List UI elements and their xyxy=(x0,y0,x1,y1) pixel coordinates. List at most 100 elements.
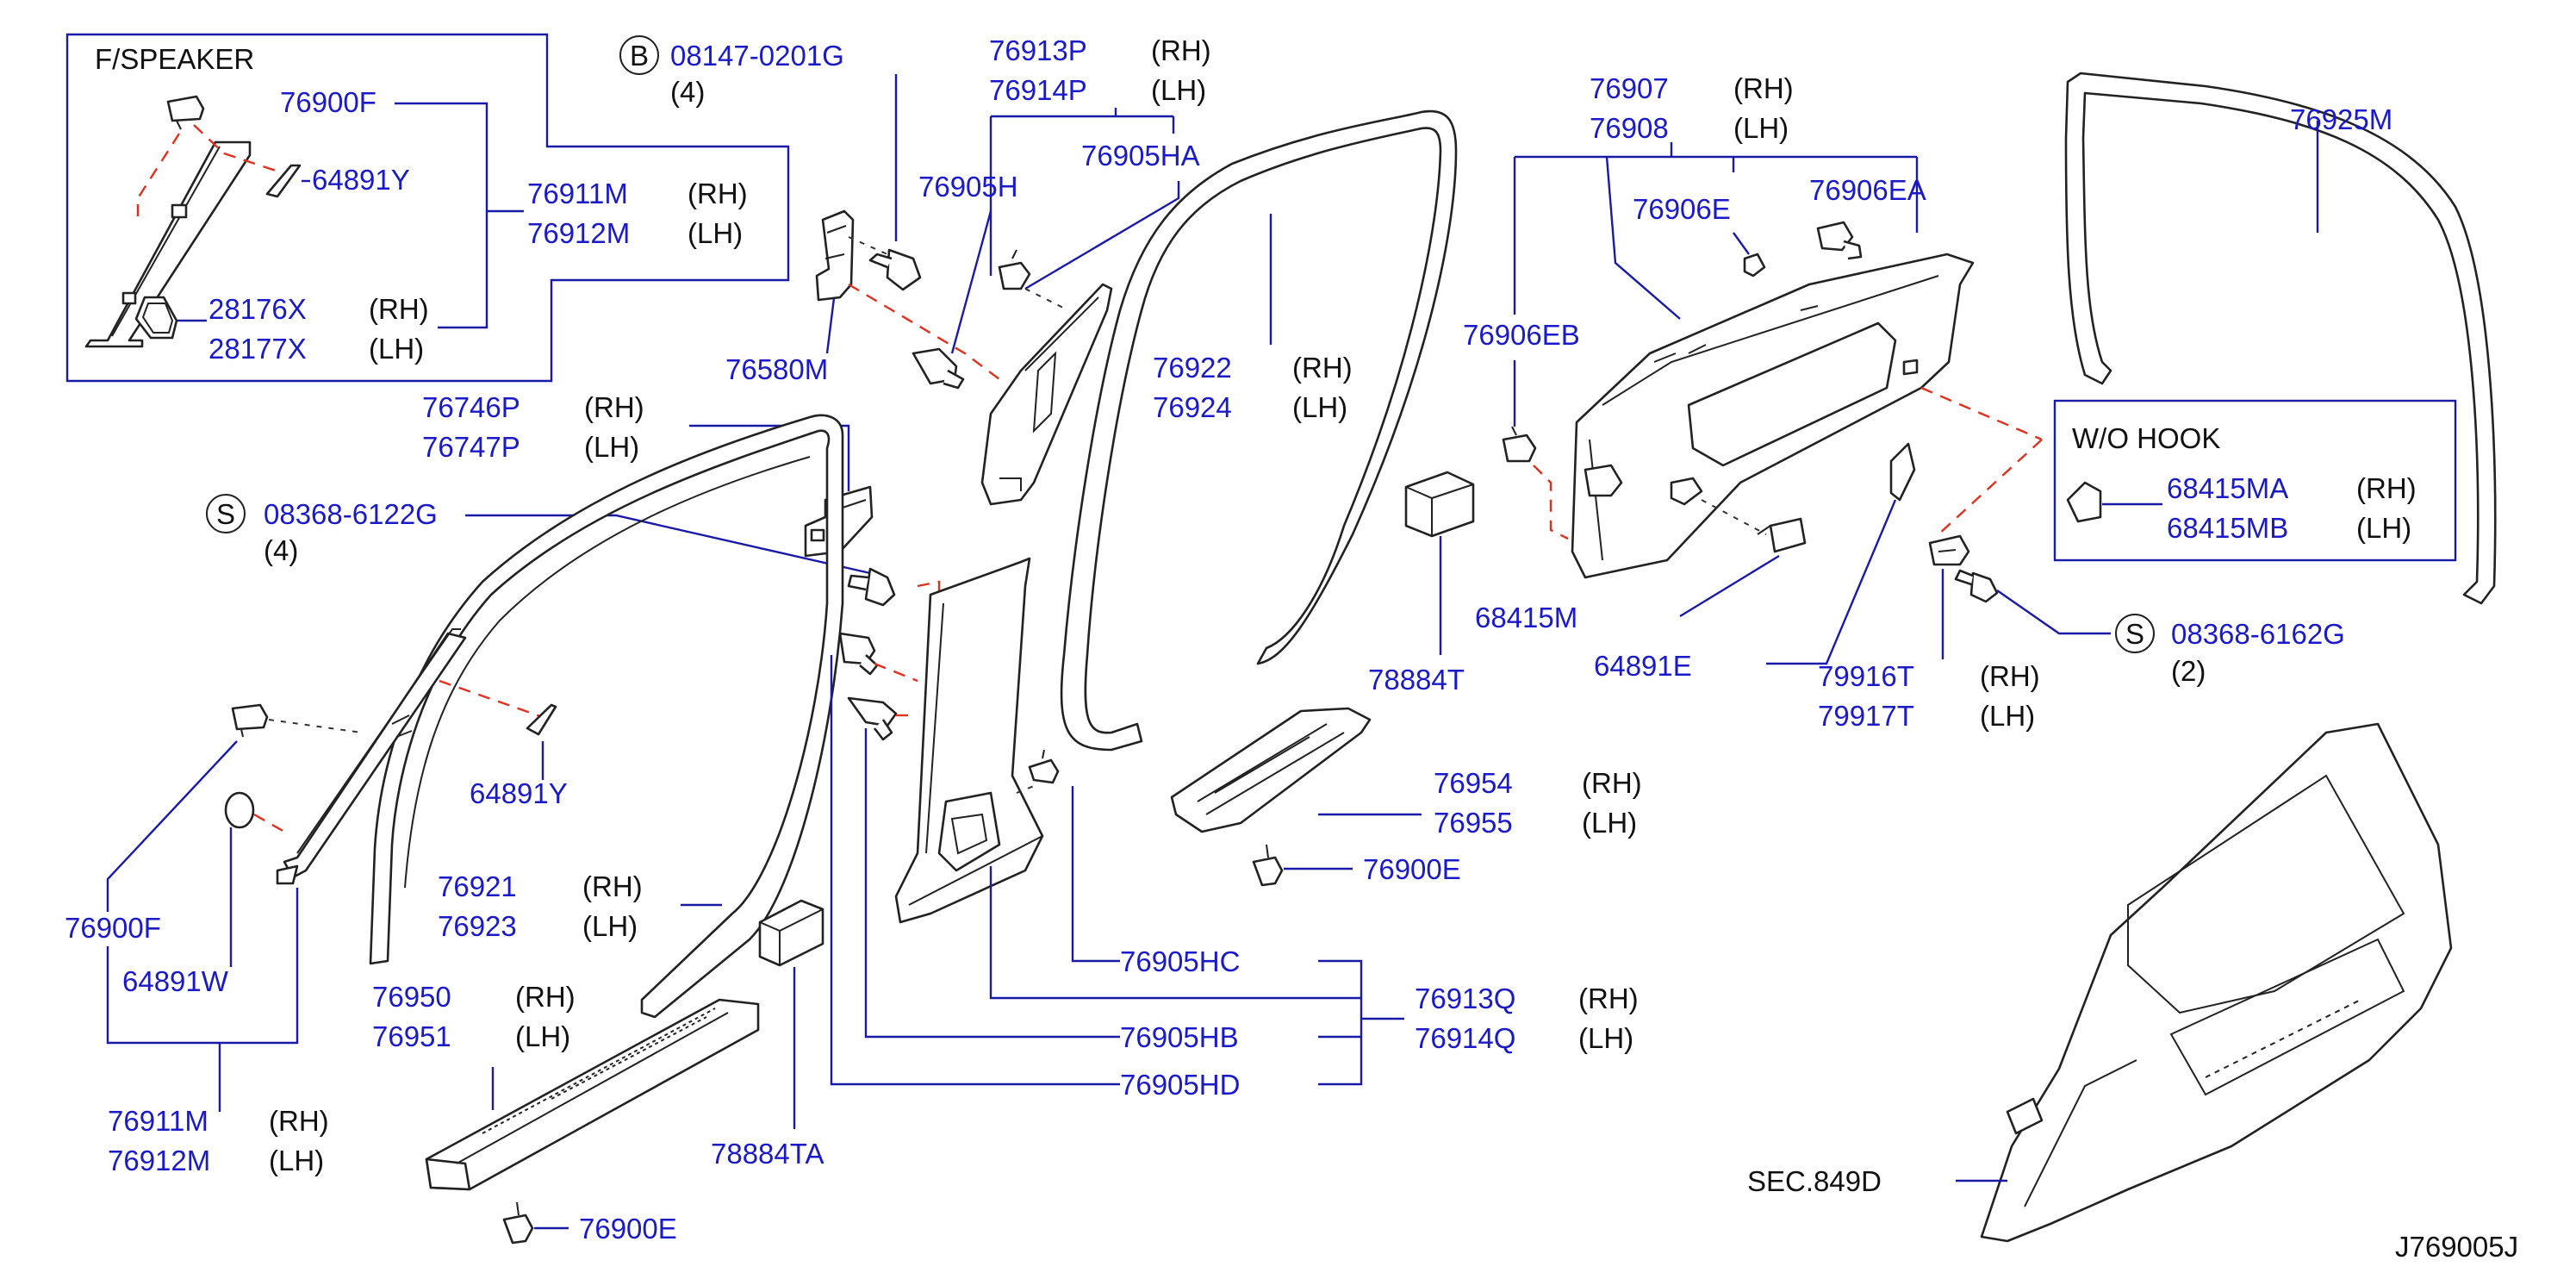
clip-76905HA xyxy=(998,249,1031,290)
cover-68415M xyxy=(1889,442,1916,502)
part-76925M: 76925M xyxy=(2290,103,2392,135)
rh-76913P: (RH) xyxy=(1151,34,1211,66)
part-08368-6162G: 08368-6162G xyxy=(2171,618,2345,650)
front-pillar-speaker-trim xyxy=(84,140,252,348)
pad-64891Y-inset xyxy=(265,164,302,198)
wo-hook-label: W/O HOOK xyxy=(2072,422,2220,454)
part-68415M: 68415M xyxy=(1475,602,1577,633)
bracket-76580M xyxy=(815,209,855,302)
lh-76908: (LH) xyxy=(1733,112,1789,144)
part-76580M: 76580M xyxy=(725,353,828,385)
part-76905H: 76905H xyxy=(918,171,1018,203)
clip-76905HC xyxy=(1028,749,1060,784)
part-79916T: 79916T xyxy=(1818,660,1914,692)
circle-b-letter: B xyxy=(630,40,649,72)
part-08368-6122G: 08368-6122G xyxy=(264,498,438,530)
clip-76905HB xyxy=(847,696,898,741)
qty-08368-6162G: (2) xyxy=(2171,655,2206,687)
part-78884T: 78884T xyxy=(1368,664,1465,696)
rh-76913Q: (RH) xyxy=(1578,983,1639,1014)
part-76923: 76923 xyxy=(438,910,517,942)
part-76922: 76922 xyxy=(1153,352,1232,384)
hook-79916T xyxy=(1928,534,1970,566)
f-speaker-inset-frame xyxy=(65,33,790,383)
part-76906E: 76906E xyxy=(1633,193,1731,225)
circle-s-symbol-6162G xyxy=(2115,614,2155,653)
part-76900F-inset: 76900F xyxy=(280,86,376,118)
clip-76900E-bottom xyxy=(502,1201,534,1245)
clip-76900F-inset xyxy=(166,95,205,130)
clip-76905HD xyxy=(838,632,879,676)
screw-08368-6122G xyxy=(847,567,896,607)
rh-76746P: (RH) xyxy=(584,391,644,423)
cap-68415MA xyxy=(2066,481,2102,523)
lh-79917T: (LH) xyxy=(1980,700,2035,732)
part-68415MB: 68415MB xyxy=(2167,512,2288,544)
part-76921: 76921 xyxy=(438,870,517,902)
lh-76914P: (LH) xyxy=(1151,74,1206,106)
kick-plate-76950 xyxy=(425,998,760,1191)
part-76911M-bottom: 76911M xyxy=(108,1105,208,1137)
clip-76906EA xyxy=(1816,221,1863,260)
part-64891W: 64891W xyxy=(122,965,229,997)
part-64891Y-inset: 64891Y xyxy=(312,164,410,196)
circle-s-letter-6122G: S xyxy=(216,498,235,530)
screw-08368-6162G xyxy=(1954,569,1999,603)
rh-76950: (RH) xyxy=(515,981,576,1013)
part-68415MA: 68415MA xyxy=(2167,472,2288,504)
a-pillar-trim xyxy=(276,628,467,885)
part-76905HD: 76905HD xyxy=(1120,1069,1240,1101)
part-76747P: 76747P xyxy=(422,431,520,463)
part-76908: 76908 xyxy=(1590,112,1669,144)
foam-78884T xyxy=(1404,471,1475,538)
clip-76906E xyxy=(1743,253,1766,278)
lh-76924: (LH) xyxy=(1292,391,1347,423)
part-76906EB: 76906EB xyxy=(1463,319,1580,351)
rh-76911M-inset: (RH) xyxy=(688,178,748,209)
clip-76900E-mid xyxy=(1252,844,1284,887)
part-76907: 76907 xyxy=(1590,72,1669,104)
lh-76951: (LH) xyxy=(515,1020,570,1052)
part-76914P: 76914P xyxy=(989,74,1087,106)
bolt-08147 xyxy=(868,248,922,291)
lh-76747P: (LH) xyxy=(584,431,639,463)
lh-76912M-bottom: (LH) xyxy=(269,1145,324,1176)
circle-s-symbol-6122G xyxy=(206,494,246,533)
qty-08147-0201G: (4) xyxy=(670,76,705,108)
part-76924: 76924 xyxy=(1153,391,1232,423)
lh-68415MB: (LH) xyxy=(2356,512,2411,544)
lh-76955: (LH) xyxy=(1582,807,1637,839)
part-76905HC: 76905HC xyxy=(1120,945,1240,977)
part-78884TA: 78884TA xyxy=(711,1138,824,1170)
qty-08368-6122G: (4) xyxy=(264,534,298,566)
diagram-id: J769005J xyxy=(2395,1231,2518,1263)
wo-hook-box xyxy=(2053,399,2457,562)
part-76900E-mid: 76900E xyxy=(1363,853,1461,885)
lh-76923: (LH) xyxy=(582,910,638,942)
kick-plate-76954 xyxy=(1170,707,1372,833)
part-76913P: 76913P xyxy=(989,34,1087,66)
part-76900F-mid: 76900F xyxy=(65,912,161,944)
circle-s-letter-6162G: S xyxy=(2125,618,2144,650)
rear-quarter-trim-76907 xyxy=(1571,253,1975,579)
part-76950: 76950 xyxy=(372,981,451,1013)
clip-76906EB xyxy=(1502,426,1537,463)
part-76906EA: 76906EA xyxy=(1809,174,1926,206)
f-speaker-label: F/SPEAKER xyxy=(95,43,254,75)
part-76911M-inset: 76911M xyxy=(527,178,628,209)
part-64891E: 64891E xyxy=(1594,650,1692,682)
part-76954: 76954 xyxy=(1434,767,1513,799)
rh-76911M-bottom: (RH) xyxy=(269,1105,329,1137)
clip-76900F-mid xyxy=(231,703,269,738)
part-79917T: 79917T xyxy=(1818,700,1914,732)
part-76746P: 76746P xyxy=(422,391,520,423)
part-28176X: 28176X xyxy=(208,293,307,325)
part-76905HB: 76905HB xyxy=(1120,1021,1239,1053)
lower-pillar-trim-76913Q xyxy=(894,557,1044,924)
part-76951: 76951 xyxy=(372,1020,451,1052)
pad-64891E xyxy=(1757,517,1807,553)
weatherstrip-76921 xyxy=(369,414,844,1019)
part-64891Y-mid: 64891Y xyxy=(470,777,568,809)
rh-28176X: (RH) xyxy=(369,293,429,325)
